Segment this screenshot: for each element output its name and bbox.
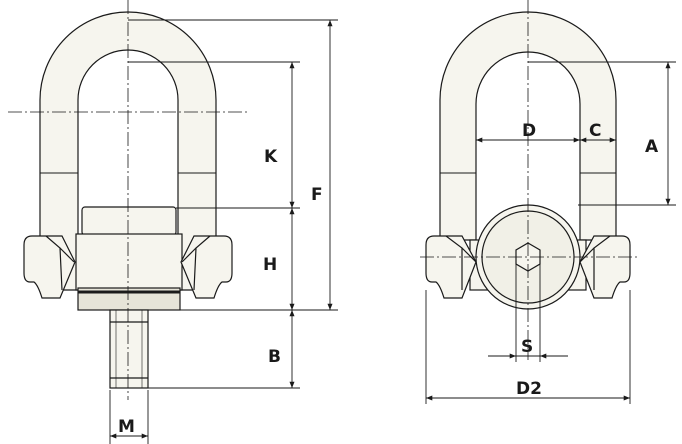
side-dimensions [109, 19, 338, 444]
side-centerlines [8, 0, 250, 400]
label-k: K [264, 147, 278, 167]
front-pin-right [579, 235, 631, 299]
label-b: B [268, 347, 281, 367]
front-view [425, 11, 631, 310]
label-h: H [263, 255, 277, 275]
label-s: S [521, 337, 533, 357]
front-pin-left [425, 235, 477, 299]
side-body-middle [75, 233, 183, 291]
label-f: F [311, 185, 323, 205]
front-centerlines [420, 0, 640, 360]
side-pin-right [180, 235, 233, 299]
label-c: C [589, 121, 601, 141]
side-pin-left [23, 235, 76, 299]
label-m: M [118, 417, 135, 437]
label-d: D [522, 121, 536, 141]
front-dimensions [425, 61, 676, 404]
front-bow [439, 11, 617, 241]
side-stud [109, 309, 149, 389]
label-d2: D2 [516, 379, 542, 399]
label-a: A [645, 137, 659, 157]
side-body-upper [81, 206, 177, 236]
side-view [23, 11, 233, 389]
